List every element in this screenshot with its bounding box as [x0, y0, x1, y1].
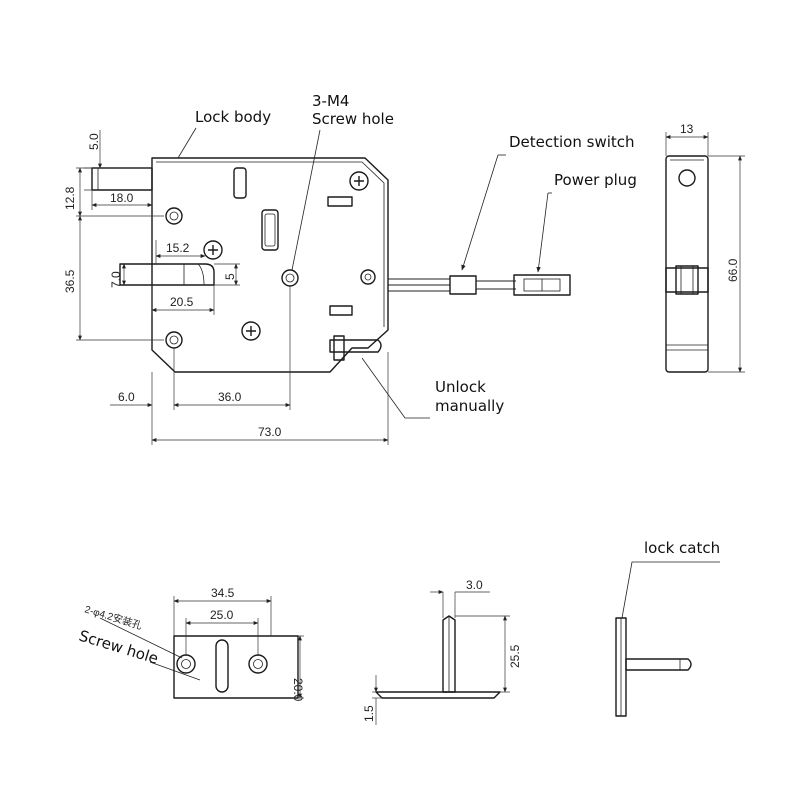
label-screw-spec: 3-M4 [312, 92, 349, 110]
label-manually: manually [435, 397, 504, 415]
label-lock-body: Lock body [195, 108, 271, 126]
slot-middle [261, 209, 279, 251]
dim-top-offset: 12.8 [63, 186, 77, 210]
catch-plate-front: 34.5 25.0 20.0 Screw hole 2-φ4.2安装孔 [77, 586, 305, 702]
dim-catch-tab-height: 25.5 [508, 644, 522, 668]
dim-bolt-small: 5 [223, 273, 237, 280]
lock-side-view: 13 66.0 [665, 122, 745, 373]
label-screw-hole: Screw hole [312, 110, 394, 128]
dim-inner: 15.2 [166, 241, 190, 255]
bolt [119, 263, 215, 286]
screw-cross-1 [203, 240, 223, 260]
dim-catch-height: 20.0 [291, 678, 305, 702]
main-body-dimensions: 5.0 18.0 12.8 36.5 7.0 15.2 5 20.5 [63, 130, 389, 445]
dim-left-offset: 6.0 [118, 390, 135, 404]
label-catch-screw-spec: 2-φ4.2安装孔 [83, 602, 143, 632]
screw-hole-center [281, 269, 299, 287]
unlock-lever [329, 339, 382, 353]
dim-screw-spacing-h: 36.0 [218, 390, 242, 404]
label-unlock: Unlock [435, 378, 486, 396]
latch-tongue [91, 167, 153, 191]
dim-catch-plate-thickness: 1.5 [362, 705, 376, 722]
screw-hole-top-left [165, 207, 183, 225]
dim-body-width: 73.0 [258, 425, 282, 439]
dim-catch-hole-spacing: 25.0 [210, 608, 234, 622]
dim-catch-width: 34.5 [211, 586, 235, 600]
dim-latch-tip: 5.0 [87, 133, 101, 150]
dim-catch-tab-thickness: 3.0 [466, 578, 483, 592]
catch-screw-hole-left [176, 654, 196, 674]
dim-bolt-height: 7.0 [109, 271, 123, 288]
label-power-plug: Power plug [554, 171, 637, 189]
screw-hole-bottom-left [165, 331, 183, 349]
label-catch-screw-hole: Screw hole [77, 627, 161, 668]
lock-body-front-view [91, 157, 571, 373]
catch-screw-hole-right [248, 654, 268, 674]
dim-screw-spacing-v: 36.5 [63, 269, 77, 293]
screw-cross-3 [241, 321, 261, 341]
dim-side-height: 66.0 [726, 258, 740, 282]
catch-plate-side: 3.0 25.5 1.5 [362, 578, 522, 725]
power-plug [513, 274, 571, 296]
slot-top [233, 167, 247, 199]
main-body-labels: Lock body 3-M4 Screw hole Detection swit… [177, 92, 637, 419]
screw-cross-2 [349, 171, 369, 191]
dim-bolt-length: 20.5 [170, 295, 194, 309]
dim-latch-length: 18.0 [110, 191, 134, 205]
label-lock-catch: lock catch [644, 539, 720, 557]
dim-side-thickness: 13 [680, 122, 694, 136]
lock-catch-side: lock catch [615, 539, 720, 717]
label-detection-switch: Detection switch [509, 133, 635, 151]
catch-slot [215, 639, 229, 693]
detection-switch [449, 275, 477, 295]
